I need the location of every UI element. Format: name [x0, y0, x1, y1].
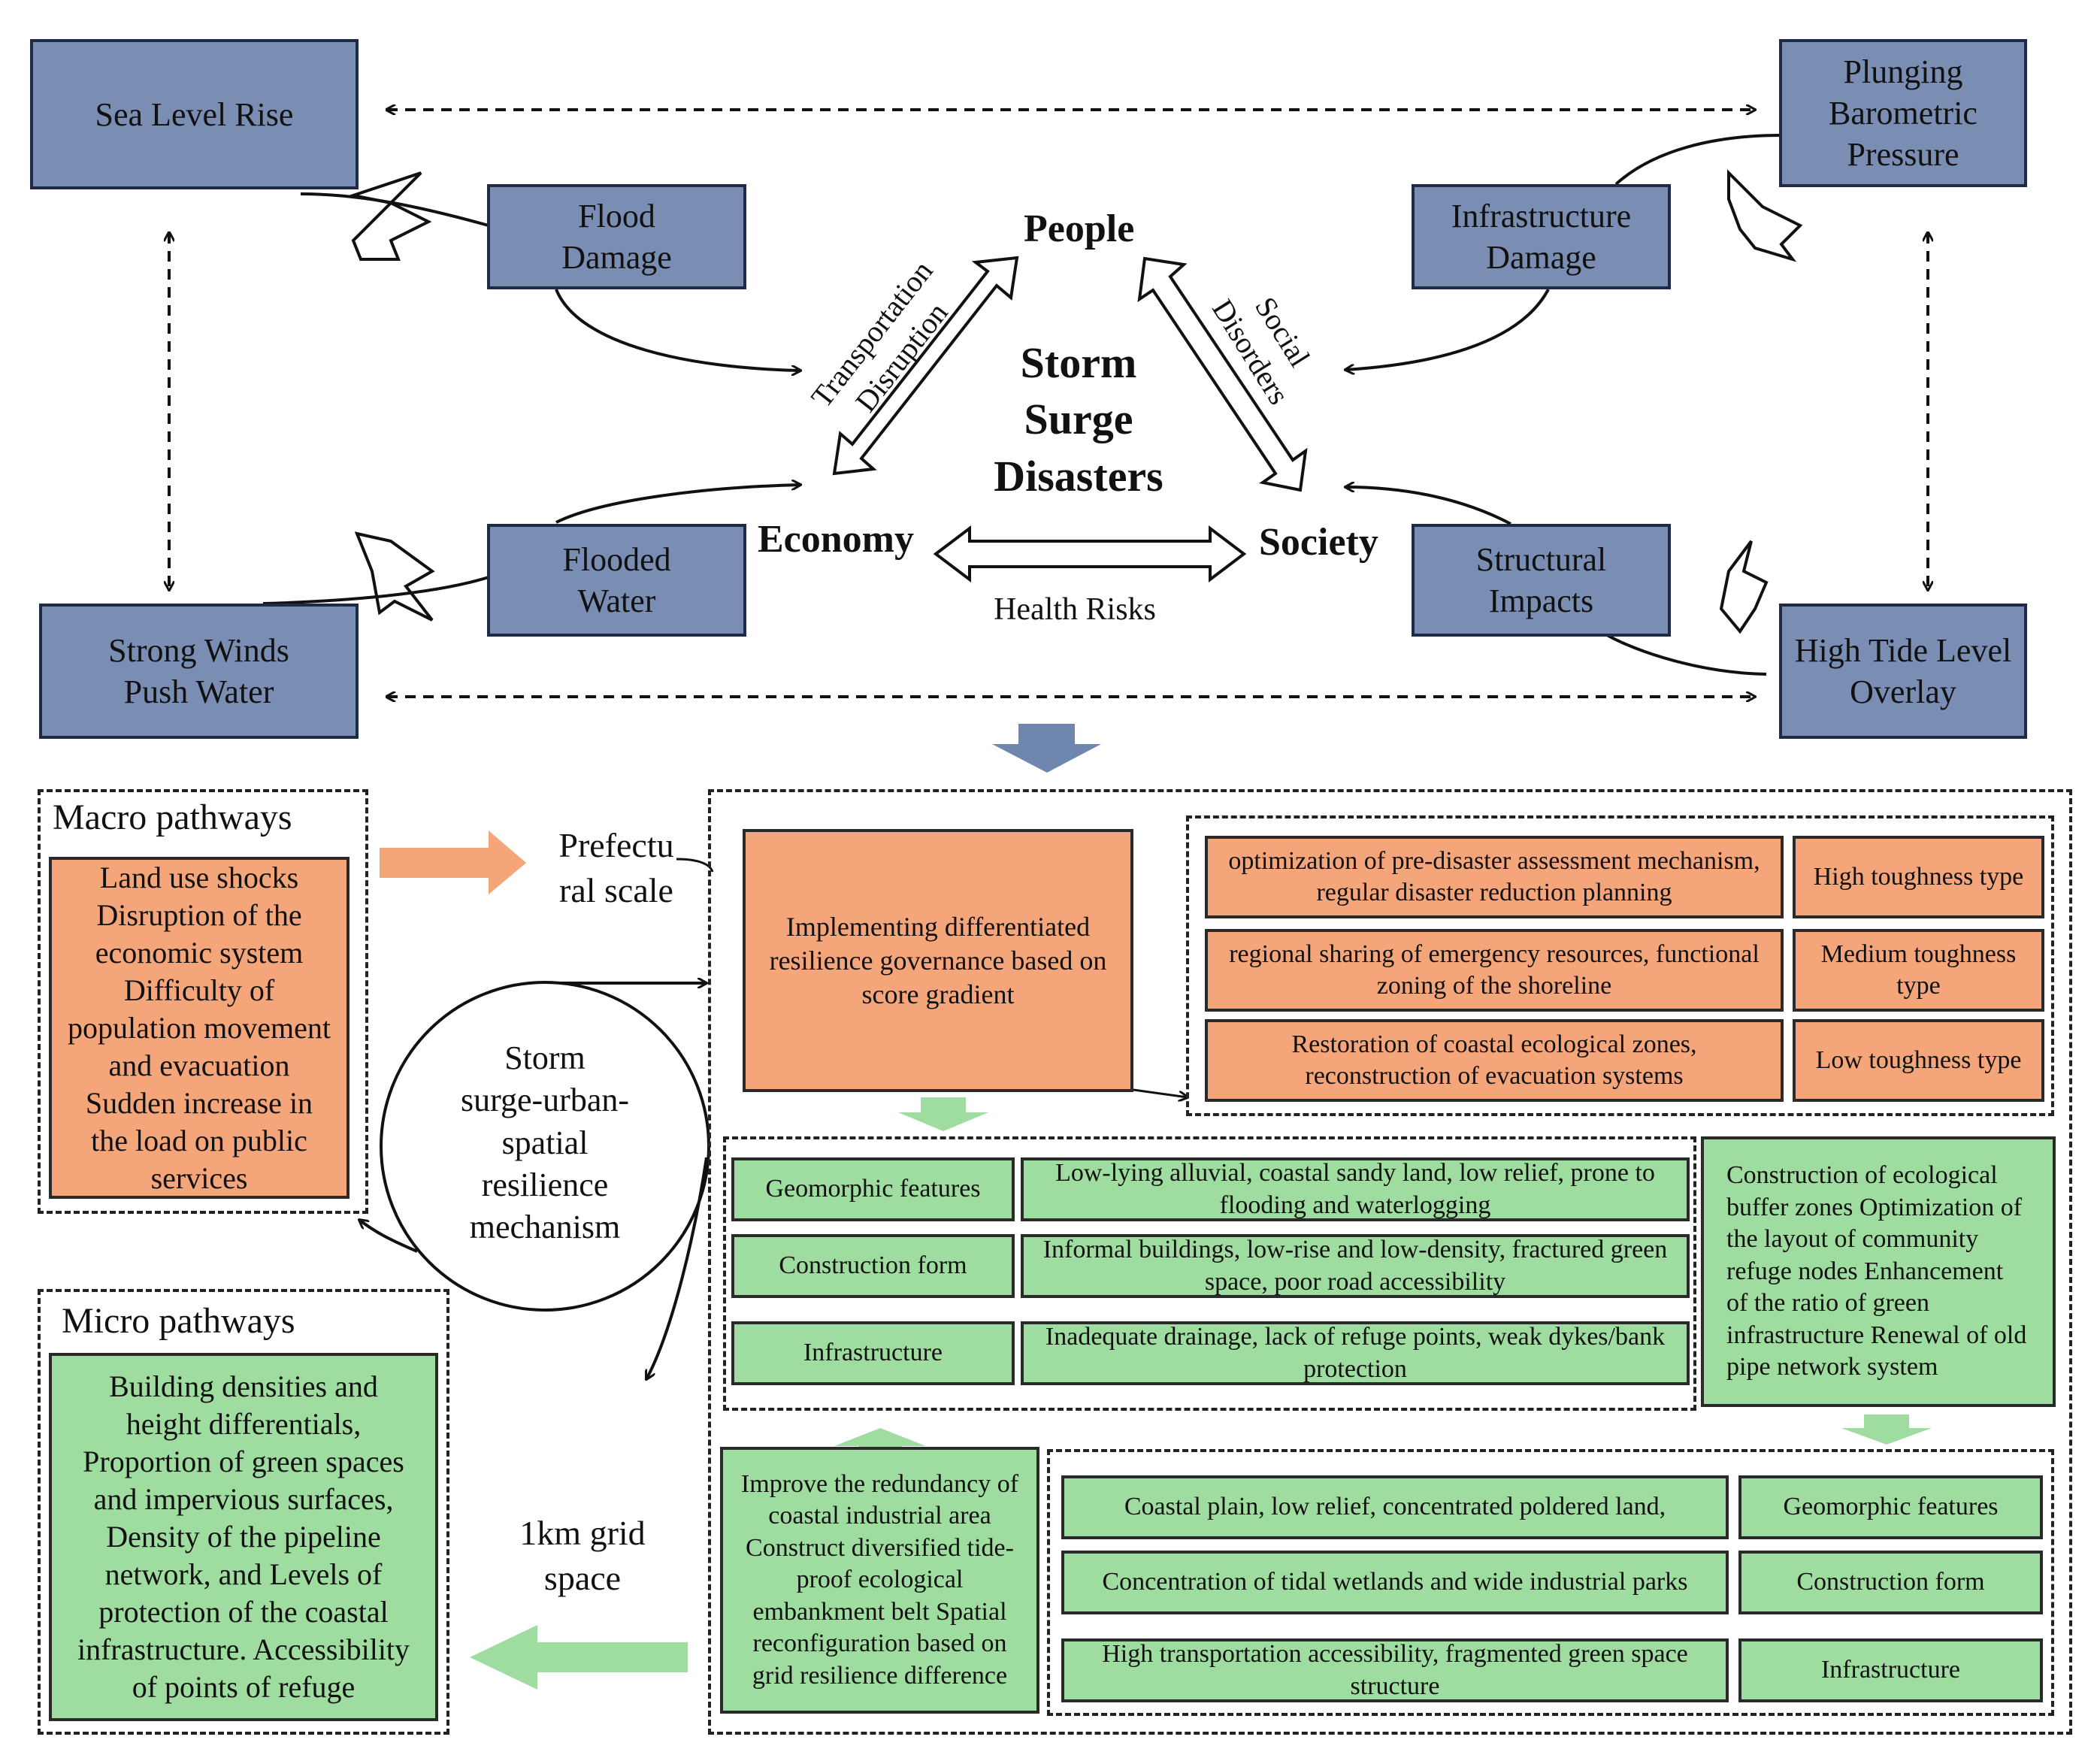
measures-panel	[1186, 815, 2054, 1116]
block-arrow-winds	[354, 531, 435, 622]
feature-label: Infrastructure	[1738, 1638, 2043, 1702]
feature-label: Geomorphic features	[1738, 1475, 2043, 1539]
measure-text: Restoration of coastal ecological zones,…	[1205, 1019, 1784, 1102]
node-people: People	[1024, 207, 1135, 250]
measure-text: regional sharing of emergency resources,…	[1205, 929, 1784, 1012]
double-arrow-economy-society	[933, 525, 1247, 583]
grid-space-label: 1km grid space	[519, 1514, 646, 1597]
toughness-type: Medium toughness type	[1793, 929, 2044, 1012]
feature-label: Construction form	[731, 1234, 1015, 1298]
feature-label: Geomorphic features	[731, 1157, 1015, 1221]
line-tide-struct	[1599, 630, 1767, 676]
down-arrow-blue	[992, 724, 1101, 773]
feature-label: Infrastructure	[731, 1321, 1015, 1385]
infrastructure-damage-box: Infrastructure Damage	[1412, 184, 1671, 289]
block-arrow-tide	[1719, 540, 1769, 634]
node-society: Society	[1259, 521, 1378, 564]
feature-label: Construction form	[1738, 1551, 2043, 1614]
curve-flood-economy	[555, 289, 800, 371]
double-arrow-people-society	[1137, 256, 1308, 492]
curve-water-economy	[555, 485, 800, 524]
double-arrow-economy-people	[832, 256, 1019, 476]
line-winds-water	[262, 576, 489, 605]
barometric-pressure-box: Plunging Barometric Pressure	[1779, 39, 2027, 187]
arrow-governance-to-measures	[1133, 1088, 1188, 1097]
edge-label-health: Health Risks	[994, 592, 1156, 627]
feature-desc: Low-lying alluvial, coastal sandy land, …	[1021, 1157, 1690, 1221]
micro-pathways-box: Building densities and height differenti…	[49, 1353, 438, 1721]
macro-pathways-title: Macro pathways	[53, 797, 292, 837]
flooded-water-box: Flooded Water	[487, 524, 746, 637]
measure-text: optimization of pre-disaster assessment …	[1205, 836, 1784, 918]
arrow-circle-to-grid	[646, 1157, 708, 1379]
node-economy: Economy	[758, 518, 914, 561]
feature-desc: Inadequate drainage, lack of refuge poin…	[1021, 1321, 1690, 1385]
macro-pathways-panel	[38, 789, 368, 1214]
macro-pathways-box: Land use shocks Disruption of the econom…	[49, 857, 350, 1199]
center-title: Storm Surge Disasters	[994, 338, 1163, 501]
orange-arrow-macro	[380, 831, 526, 894]
feature-desc: Coastal plain, low relief, concentrated …	[1061, 1475, 1729, 1539]
features-top-panel	[723, 1136, 1696, 1411]
strong-winds-box: Strong Winds Push Water	[39, 604, 359, 739]
line-pressure-infra	[1614, 134, 1782, 186]
micro-pathways-title: Micro pathways	[62, 1301, 295, 1341]
features-bottom-panel	[1047, 1449, 2054, 1716]
structural-impacts-box: Structural Impacts	[1412, 524, 1671, 637]
micro-pathways-panel	[38, 1289, 449, 1735]
governance-panel	[708, 789, 2072, 1735]
arrow-circle-to-macro	[359, 1220, 418, 1253]
green-arrow-micro	[470, 1625, 688, 1690]
line-sea-flood	[300, 192, 489, 227]
toughness-type: Low toughness type	[1793, 1019, 2044, 1102]
feature-desc: High transportation accessibility, fragm…	[1061, 1638, 1729, 1702]
eco-measures-box: Construction of ecological buffer zones …	[1701, 1136, 2056, 1407]
feature-desc: Concentration of tidal wetlands and wide…	[1061, 1551, 1729, 1614]
line-prefectural-to-governance	[676, 858, 714, 873]
governance-box: Implementing differentiated resilience g…	[743, 829, 1133, 1092]
mechanism-circle-text: Storm surge-urban- spatial resilience me…	[461, 1039, 629, 1246]
sea-level-rise-box: Sea Level Rise	[30, 39, 359, 189]
toughness-type: High toughness type	[1793, 836, 2044, 918]
flood-damage-box: Flood Damage	[487, 184, 746, 289]
block-arrow-sea	[347, 171, 432, 261]
industrial-measures-box: Improve the redundancy of coastal indust…	[720, 1447, 1039, 1714]
curve-infra-society	[1345, 289, 1550, 370]
green-up-arrow	[834, 1428, 926, 1460]
high-tide-box: High Tide Level Overlay	[1779, 604, 2027, 739]
green-down-arrow-2	[1841, 1415, 1932, 1445]
feature-desc: Informal buildings, low-rise and low-den…	[1021, 1234, 1690, 1298]
prefectural-scale-label: Prefectu ral scale	[558, 826, 674, 909]
green-down-arrow-1	[898, 1097, 988, 1131]
block-arrow-pressure	[1727, 169, 1803, 262]
curve-struct-society	[1345, 487, 1511, 525]
